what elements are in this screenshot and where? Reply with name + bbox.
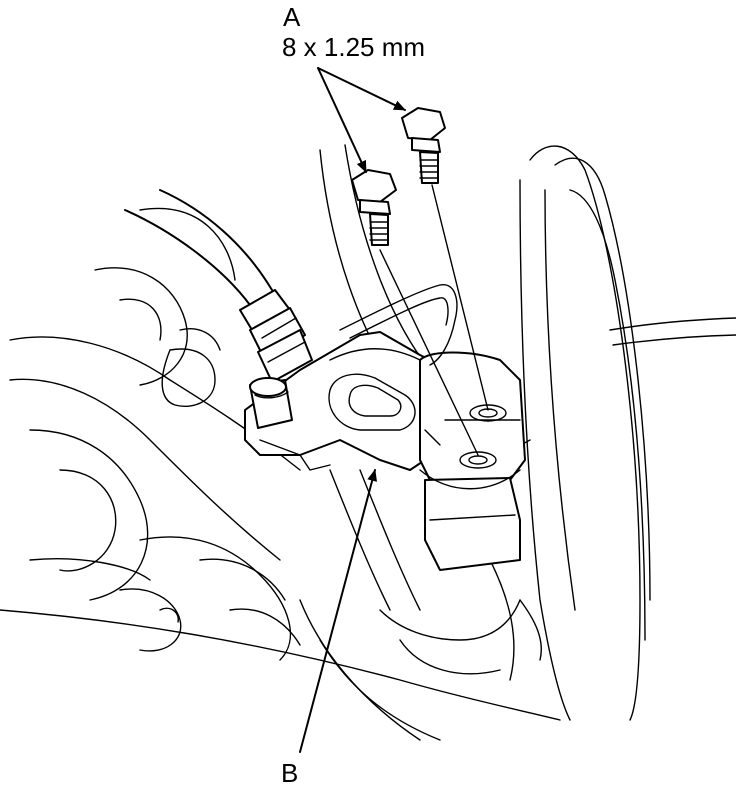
- brake-line: [339, 284, 458, 366]
- background-contours: [0, 144, 561, 741]
- caliper-body: [419, 351, 526, 571]
- union-bolt: [249, 377, 301, 456]
- leader-arrow-b: [299, 469, 378, 753]
- bolt-a-left: [351, 169, 397, 246]
- callout-label-a: A: [283, 2, 301, 32]
- tire-arcs: [519, 145, 736, 721]
- leader-arrow-a-left: [317, 67, 367, 173]
- bolt-size-spec: 8 x 1.25 mm: [282, 32, 426, 62]
- callout-label-b: B: [281, 758, 299, 788]
- brake-hose: [124, 189, 313, 383]
- bolt-a-right: [401, 107, 446, 184]
- installation-lines: [379, 184, 489, 456]
- leader-arrow-a-right: [317, 67, 406, 111]
